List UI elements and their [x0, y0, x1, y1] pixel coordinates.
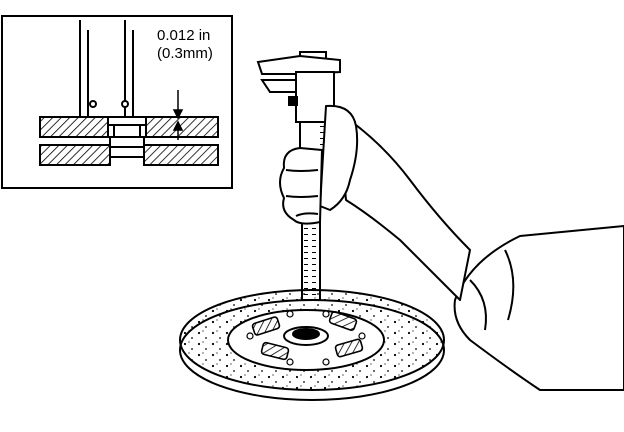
forearm — [337, 111, 471, 301]
caliper-slider — [295, 71, 335, 123]
sleeve — [453, 225, 624, 391]
fingers — [279, 147, 323, 225]
dimension-arrow — [172, 90, 184, 140]
disc-hub — [283, 326, 329, 346]
clutch-disc — [179, 289, 445, 401]
hand — [319, 104, 359, 211]
caliper-jaw-sliding — [260, 79, 301, 93]
inset-detail: 0.012 in (0.3mm) — [1, 15, 233, 189]
probe-legs — [79, 20, 134, 118]
dimension-label-in: 0.012 in — [157, 27, 210, 44]
rivet — [109, 124, 145, 158]
hand-and-arm — [279, 104, 624, 391]
plate-rivets — [246, 310, 366, 366]
dimension-label-mm: (0.3mm) — [157, 45, 213, 62]
facing-lower — [39, 144, 219, 166]
damper-springs — [251, 310, 364, 361]
vernier-caliper — [256, 51, 341, 301]
caliper-jaw-fixed — [256, 54, 341, 75]
